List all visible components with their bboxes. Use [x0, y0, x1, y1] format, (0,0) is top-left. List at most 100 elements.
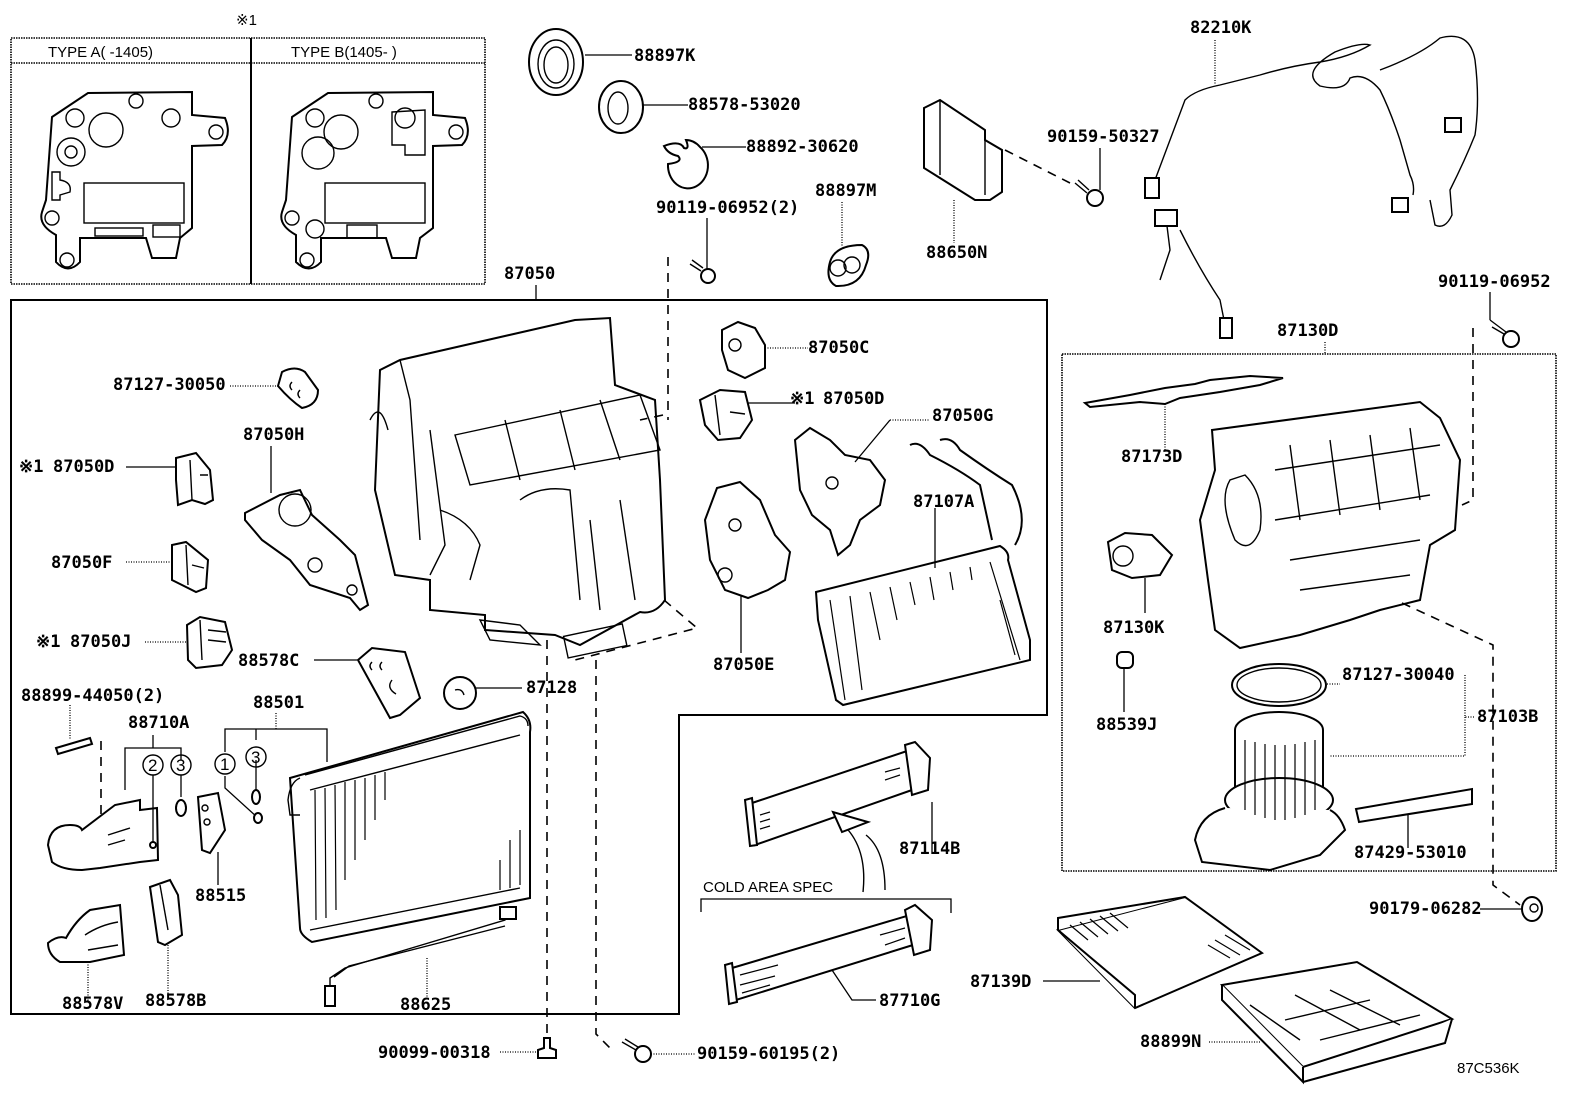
circled-ref-3b: 3: [245, 746, 267, 768]
callout-87050F: 87050F: [51, 553, 112, 573]
part-87103B-blower-motor[interactable]: 87103B: [1193, 675, 1538, 872]
part-87127-30050[interactable]: 87127-30050: [113, 367, 320, 410]
part-90179-06282[interactable]: 90179-06282: [1369, 896, 1543, 922]
callout-88899-44050-2: 88899-44050(2): [21, 686, 164, 706]
part-88625-sensor[interactable]: 88625: [324, 906, 517, 1015]
circled-ref-2: 2: [142, 754, 164, 776]
type-variant-table: ※1 TYPE A( -1405) TYPE B(1405- ): [10, 12, 486, 285]
callout-90119-06952: 90119-06952: [1438, 272, 1551, 292]
part-88710A[interactable]: 88710A: [46, 713, 189, 872]
part-87050E[interactable]: 87050E: [703, 480, 792, 675]
part-88650N[interactable]: 88650N: [923, 98, 1003, 263]
dash-guide-90159-60195: [595, 660, 613, 1051]
circled-ref-3a: 3: [170, 754, 192, 776]
part-88578V[interactable]: 88578V: [46, 903, 126, 1014]
callout-88578B: 88578B: [145, 991, 206, 1011]
part-87429-53010[interactable]: 87429-53010: [1354, 787, 1473, 863]
callout-88650N: 88650N: [926, 243, 987, 263]
callout-90119-06952-2: 90119-06952(2): [656, 198, 799, 218]
part-87139D-cabin-filter[interactable]: 87139D: [970, 895, 1265, 1010]
callout-87429-53010: 87429-53010: [1354, 843, 1467, 863]
part-88899-44050-2[interactable]: 88899-44050(2): [21, 686, 164, 830]
type-a-label: TYPE A( -1405): [48, 44, 153, 61]
callout-87114B: 87114B: [899, 839, 960, 859]
part-87050J[interactable]: ※1 87050J: [36, 615, 234, 670]
note-mark-label: ※1: [236, 12, 257, 29]
callout-87050D-right: 87050D: [823, 389, 884, 409]
part-88578C[interactable]: 88578C: [238, 646, 422, 720]
part-87710G[interactable]: 87710G: [723, 903, 940, 1011]
callout-88897M: 88897M: [815, 181, 876, 201]
part-87050D-right[interactable]: ※1 87050D: [698, 388, 884, 442]
callout-88892-30620: 88892-30620: [746, 137, 859, 157]
part-87173D[interactable]: 87173D: [1082, 374, 1284, 467]
callout-88578C: 88578C: [238, 651, 299, 671]
part-88578B[interactable]: 88578B: [145, 878, 206, 1011]
hvac-case-drawing: [369, 316, 699, 661]
svg-text:2: 2: [148, 756, 157, 775]
actuator-type-b-drawing: [280, 90, 469, 270]
callout-90099-00318: 90099-00318: [378, 1043, 491, 1063]
callout-90159-50327: 90159-50327: [1047, 127, 1160, 147]
svg-text:3: 3: [251, 748, 260, 767]
callout-87050E: 87050E: [713, 655, 774, 675]
callout-87050C: 87050C: [808, 338, 869, 358]
callout-87050: 87050: [504, 264, 555, 284]
part-87114B[interactable]: 87114B: [743, 740, 960, 859]
part-90119-06952-2[interactable]: 90119-06952(2): [656, 198, 799, 420]
part-90159-50327[interactable]: 90159-50327: [1004, 127, 1160, 207]
cold-area-spec-label: COLD AREA SPEC: [703, 879, 833, 896]
cold-area-arrow: [831, 810, 886, 893]
callout-87130K: 87130K: [1103, 618, 1165, 638]
part-87050D-left[interactable]: ※1 87050D: [19, 451, 215, 507]
note-mark-87050D-left: ※1: [19, 457, 43, 477]
callout-87127-30050: 87127-30050: [113, 375, 226, 395]
cold-area-spec-group: COLD AREA SPEC: [700, 879, 952, 913]
callout-90159-60195-2: 90159-60195(2): [697, 1044, 840, 1064]
svg-text:1: 1: [220, 755, 229, 774]
part-87050F[interactable]: 87050F: [51, 540, 210, 594]
callout-87710G: 87710G: [879, 991, 940, 1011]
callout-87139D: 87139D: [970, 972, 1031, 992]
callout-87103B: 87103B: [1477, 707, 1538, 727]
callout-87128: 87128: [526, 678, 577, 698]
part-88578-53020[interactable]: 88578-53020: [598, 80, 801, 134]
illustration-code: 87C536K: [1457, 1060, 1520, 1077]
part-87050H[interactable]: 87050H: [243, 425, 370, 612]
part-87050G[interactable]: 87050G: [793, 406, 993, 557]
part-87127-30040[interactable]: 87127-30040: [1231, 663, 1455, 707]
part-88501-evaporator[interactable]: 88501: [224, 693, 532, 944]
callout-88578-53020: 88578-53020: [688, 95, 801, 115]
part-88892-30620[interactable]: 88892-30620: [662, 137, 859, 190]
callout-88578V: 88578V: [62, 994, 123, 1014]
part-88897M[interactable]: 88897M: [815, 181, 876, 288]
callout-87050G: 87050G: [932, 406, 993, 426]
circled-ref-1: 1: [214, 753, 236, 775]
part-88515[interactable]: 88515: [195, 791, 246, 906]
part-88539J[interactable]: 88539J: [1096, 651, 1157, 735]
note-mark-87050J: ※1: [36, 632, 60, 652]
callout-88710A: 88710A: [128, 713, 189, 733]
part-88897K[interactable]: 88897K: [528, 28, 696, 96]
part-87130K[interactable]: 87130K: [1103, 531, 1174, 638]
assembly-87050-frame: 87050: [10, 264, 1048, 1015]
callout-82210K: 82210K: [1190, 18, 1252, 38]
callout-87050D-left: 87050D: [53, 457, 114, 477]
callout-87050J: 87050J: [70, 632, 131, 652]
part-87050C[interactable]: 87050C: [721, 320, 869, 380]
part-82210K-wire-harness[interactable]: 82210K: [1144, 18, 1479, 339]
part-90099-00318[interactable]: 90099-00318: [378, 1037, 557, 1063]
part-87128[interactable]: 87128: [443, 676, 577, 710]
part-87107A-heater-core[interactable]: 87107A: [814, 438, 1031, 707]
part-88899N-filter-case[interactable]: 88899N: [1140, 960, 1455, 1085]
note-mark-87050D-right: ※1: [790, 389, 814, 409]
type-b-label: TYPE B(1405- ): [291, 44, 397, 61]
callout-87050H: 87050H: [243, 425, 304, 445]
callout-87130D: 87130D: [1277, 321, 1338, 341]
actuator-type-a-drawing: [40, 90, 229, 270]
callout-88515: 88515: [195, 886, 246, 906]
part-90119-06952[interactable]: 90119-06952: [1438, 272, 1551, 506]
part-90159-60195-2[interactable]: 90159-60195(2): [621, 1038, 840, 1064]
callout-87173D: 87173D: [1121, 447, 1182, 467]
